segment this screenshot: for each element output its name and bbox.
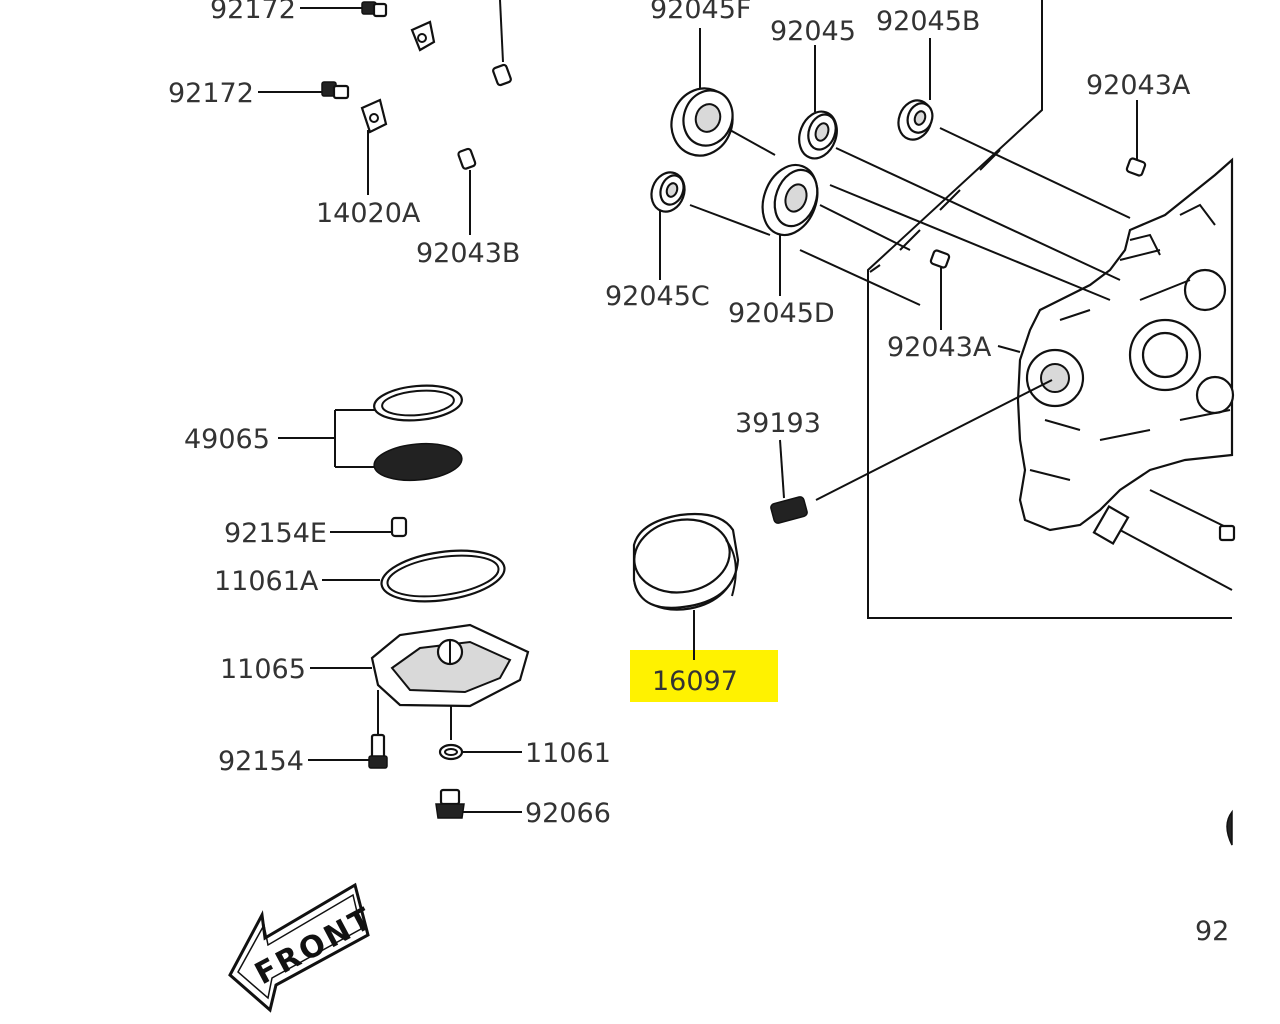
bearing-92045: [798, 110, 838, 160]
label-92-partial: 92: [1195, 916, 1229, 947]
label-92043B: 92043B: [416, 238, 520, 269]
bolt-partial: [1218, 524, 1236, 542]
label-92066: 92066: [525, 798, 611, 829]
bracket-small-top: [410, 20, 436, 52]
label-49065: 49065: [184, 424, 270, 455]
label-11061: 11061: [525, 738, 611, 769]
label-11065: 11065: [220, 654, 306, 685]
bearing-92045C: [650, 171, 686, 213]
oil-filter-16097: [632, 512, 740, 611]
bearing-92045D: [761, 163, 819, 237]
bracket-14020A: [360, 98, 388, 134]
bolt-92154: [368, 733, 388, 769]
screen-49065: [373, 384, 463, 482]
dowel-92043A: [929, 249, 951, 269]
label-92045F: 92045F: [650, 0, 751, 25]
label-14020A: 14020A: [316, 198, 421, 229]
gasket-11061A: [380, 549, 506, 603]
dowel-92043A-top: [1125, 157, 1147, 177]
label-11061A: 11061A: [214, 566, 319, 597]
label-92043A-top: 92043A: [1086, 70, 1191, 101]
crankcase: [1016, 157, 1235, 545]
part-partial-bottom: [1226, 809, 1233, 846]
washer-11061: [438, 743, 464, 761]
highlight-16097: [630, 650, 778, 702]
bearing-92045B: [897, 99, 934, 141]
group-bracket: [867, 0, 1232, 619]
label-92045C: 92045C: [605, 281, 710, 312]
oil-pan-11065: [370, 623, 530, 708]
bolt-92172-top: [361, 1, 388, 18]
label-92154: 92154: [218, 746, 304, 777]
label-92045D: 92045D: [728, 298, 835, 329]
dowel-92043B: [457, 147, 477, 170]
front-arrow-icon: FRONT: [228, 882, 380, 1013]
label-39193: 39193: [735, 408, 821, 439]
bolt-92154E: [390, 516, 408, 538]
bolt-92172: [321, 81, 350, 100]
label-92043A: 92043A: [887, 332, 992, 363]
label-92172: 92172: [168, 78, 254, 109]
label-16097: 16097: [652, 666, 738, 697]
fitting-39193: [770, 496, 808, 524]
dowel-top: [492, 63, 512, 87]
label-92154E: 92154E: [224, 518, 327, 549]
drain-plug-92066: [435, 788, 465, 819]
bearing-92045F: [670, 87, 734, 157]
label-92045B: 92045B: [876, 6, 980, 37]
label-92045: 92045: [770, 16, 856, 47]
label-92172-top: 92172: [210, 0, 296, 25]
